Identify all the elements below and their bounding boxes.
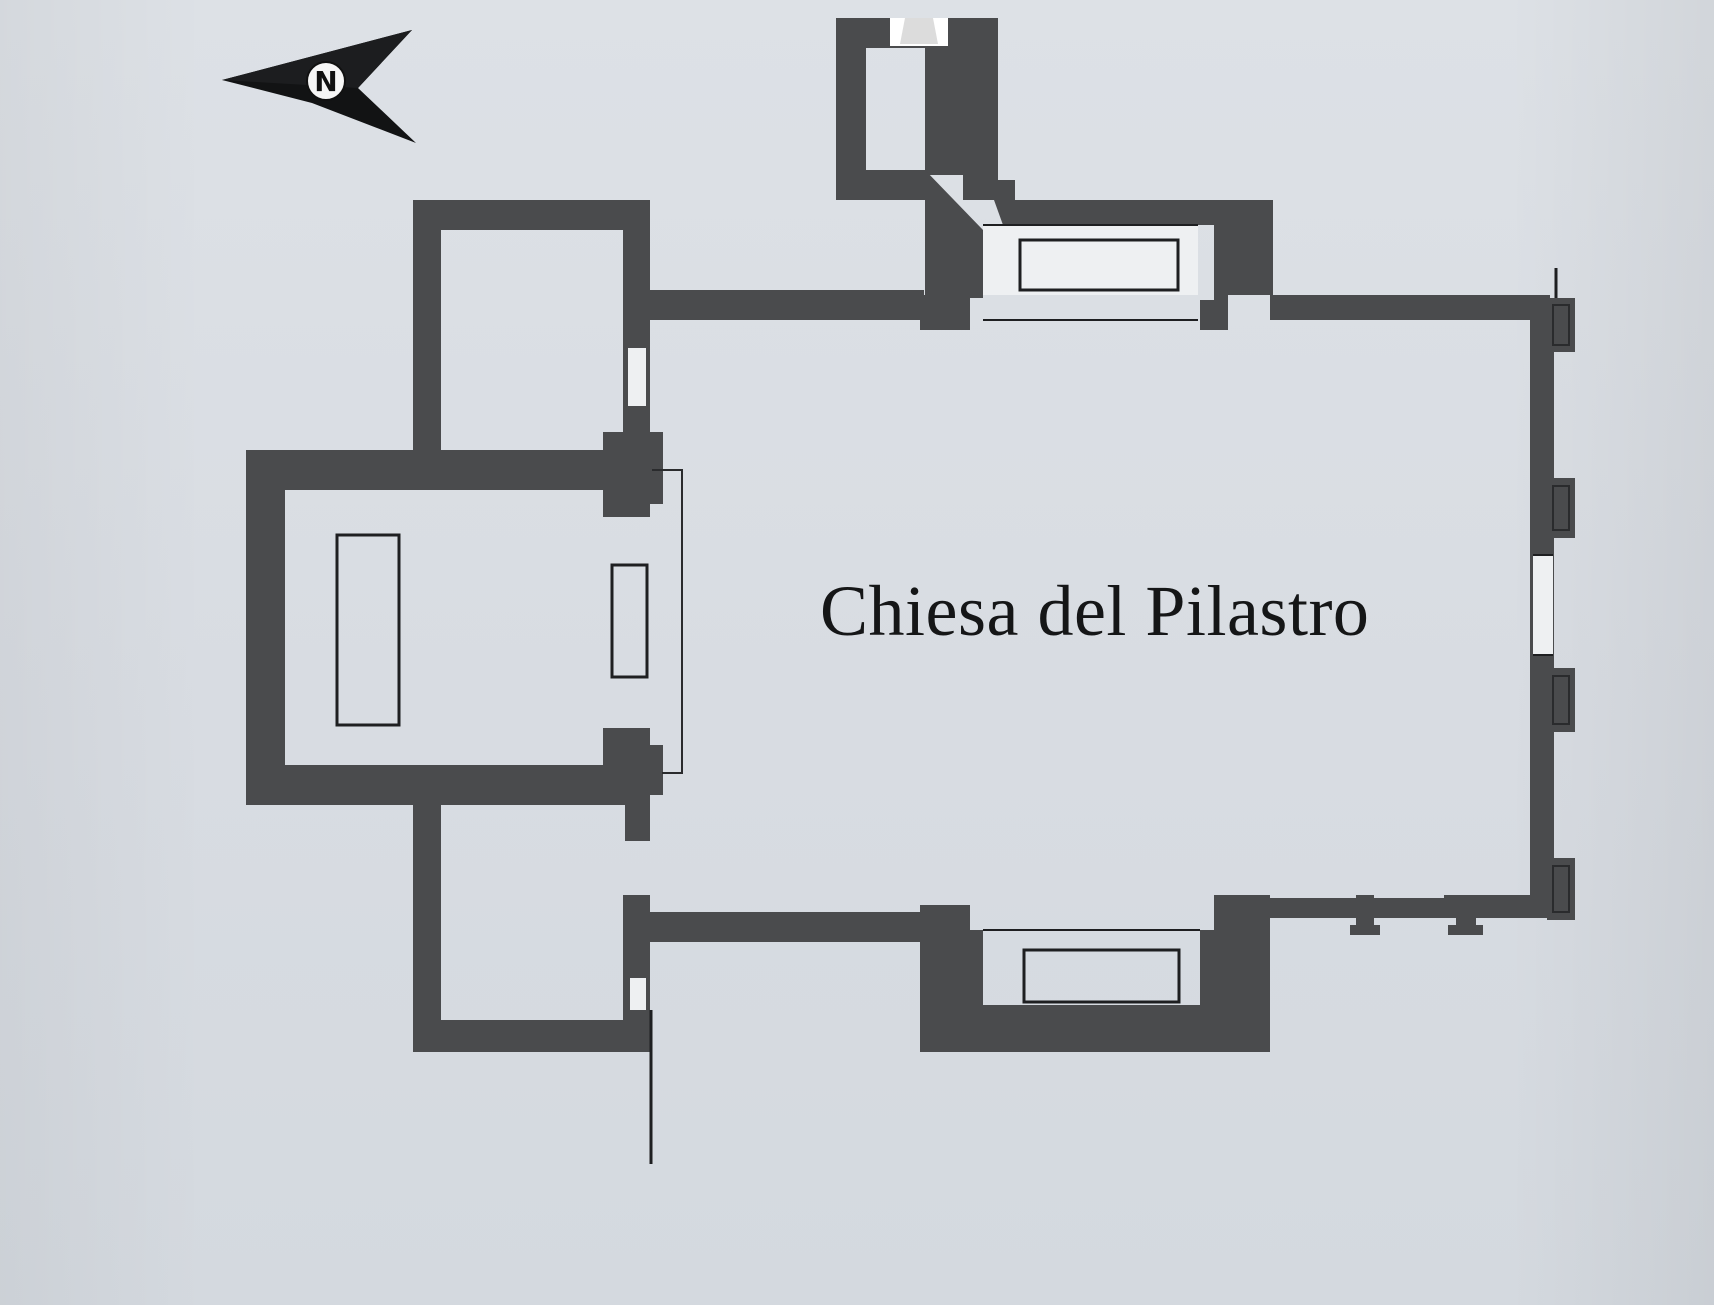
main-altar [335, 533, 401, 727]
north-transept-chapel [836, 18, 1273, 330]
doorway [630, 978, 646, 1010]
north-side-room [413, 200, 650, 452]
south-side-room [413, 800, 653, 1164]
north-letter: N [314, 65, 337, 98]
south-transept-chapel [920, 895, 1270, 1052]
altar-step [610, 563, 649, 679]
facade-pilasters [1350, 298, 1575, 935]
side-altar-north [1018, 238, 1180, 292]
plan-title: Chiesa del Pilastro [820, 571, 1370, 651]
apse-chapel [246, 432, 683, 841]
north-arrow-icon: N [222, 30, 416, 143]
doorway [628, 348, 646, 406]
main-entrance [1533, 555, 1553, 655]
side-altar-south [1022, 948, 1181, 1004]
